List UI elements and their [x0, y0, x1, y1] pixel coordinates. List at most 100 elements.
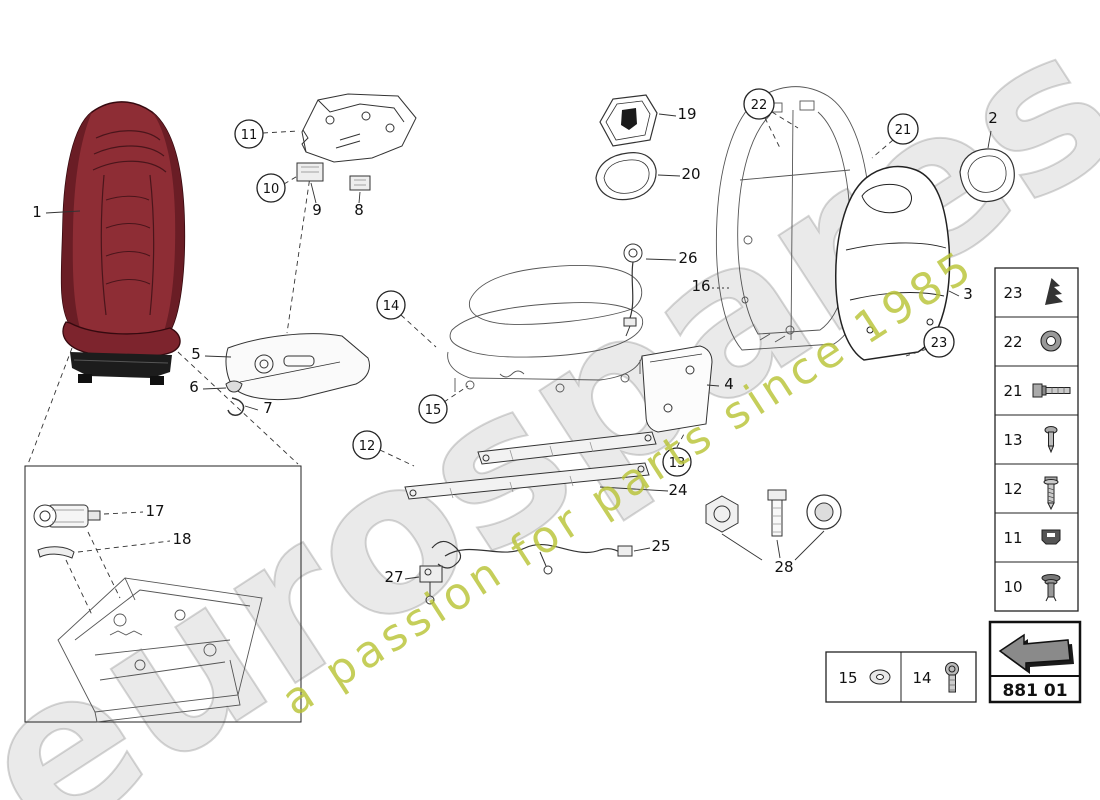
wiring-harness-illustration	[431, 540, 633, 575]
grommet-icon	[806, 494, 842, 530]
comfort-seat-illustration	[60, 101, 186, 385]
projection-line	[87, 531, 121, 599]
callout-12: 12	[359, 439, 376, 454]
callout-19: 19	[677, 105, 696, 123]
seat-trim-strip-illustration	[37, 546, 75, 559]
seat-side-trim-illustration	[225, 333, 370, 401]
leader-5	[204, 355, 232, 358]
leader-7	[244, 405, 259, 411]
leader-8	[358, 191, 361, 204]
legend-row: 22	[1003, 330, 1062, 352]
projection-line	[27, 347, 73, 465]
leader-22	[764, 117, 781, 149]
legend-row: 10	[1003, 574, 1061, 602]
leader-22	[771, 111, 799, 129]
leader-19	[658, 113, 677, 117]
seatbelt-tensioner-cable-illustration	[623, 243, 643, 337]
legend-num-21: 21	[1003, 382, 1022, 400]
leader-21	[871, 139, 894, 159]
legend-num-14: 14	[912, 669, 931, 687]
leader-12	[379, 449, 415, 467]
callout-23: 23	[931, 336, 948, 351]
leader-20	[657, 174, 681, 177]
callout-20: 20	[681, 165, 700, 183]
clamp-clip-icon	[1041, 529, 1061, 545]
leader-10	[283, 173, 302, 185]
callout-24: 24	[668, 481, 687, 499]
leader-14	[400, 314, 437, 348]
projection-line	[177, 351, 299, 465]
diagram-code-box: 881 01	[988, 620, 1082, 704]
callout-circle-23	[923, 326, 955, 358]
leader-28	[776, 539, 781, 559]
callout-22: 22	[751, 98, 768, 113]
headrest-ring-illustration	[959, 148, 1015, 203]
seat-underframe-wireframe	[57, 577, 263, 723]
seat-motor-illustration	[33, 504, 101, 528]
switch-part-illustration	[296, 162, 324, 182]
callout-circle-22	[743, 88, 775, 120]
leader-3	[948, 290, 960, 297]
fastener-legend-table-bottom: 15 14	[825, 651, 977, 703]
callout-circle-15	[418, 394, 448, 424]
callout-25: 25	[651, 537, 670, 555]
legend-cell: 15	[838, 669, 891, 687]
callout-21: 21	[895, 123, 912, 138]
leader-23	[905, 348, 928, 357]
sensor-bracket-illustration	[419, 565, 443, 605]
lamborghini-shield-icon	[621, 108, 637, 130]
cap-part-illustration	[225, 380, 243, 393]
legend-num-15: 15	[838, 669, 857, 687]
fir-tree-clip-icon	[1045, 278, 1063, 305]
callout-5: 5	[191, 345, 201, 363]
clip-part-illustration	[349, 175, 371, 191]
diagram-part-code: 881 01	[1002, 681, 1067, 701]
callout-circle-12	[352, 430, 382, 460]
leader-28	[794, 530, 825, 561]
callout-circle-21	[887, 113, 919, 145]
legend-row: 21	[1003, 382, 1071, 400]
leader-18	[77, 540, 171, 553]
callout-1: 1	[32, 203, 42, 221]
callout-6: 6	[189, 378, 199, 396]
legend-row: 23	[1003, 278, 1063, 305]
leader-17	[103, 511, 144, 515]
grommet-icon	[1040, 330, 1062, 352]
callout-14: 14	[383, 299, 400, 314]
leader-11	[262, 130, 300, 134]
callout-27: 27	[384, 568, 403, 586]
legend-num-23: 23	[1003, 284, 1022, 302]
legend-row: 13	[1003, 426, 1058, 454]
leader-27	[404, 576, 420, 580]
leader-28	[721, 533, 763, 561]
callout-circle-14	[376, 290, 406, 320]
leader-24	[599, 486, 669, 492]
legend-num-12: 12	[1003, 480, 1022, 498]
bolt-icon	[767, 489, 787, 537]
projection-line	[65, 559, 93, 616]
callout-7: 7	[263, 399, 273, 417]
callout-8: 8	[354, 201, 364, 219]
hex-socket-bolt-icon	[945, 662, 959, 693]
legend-row: 12	[1003, 476, 1059, 511]
leader-15	[443, 385, 469, 403]
callout-16: 16	[691, 277, 710, 295]
leader-25	[633, 547, 651, 552]
callout-circle-10	[256, 173, 286, 203]
hex-bolt-icon	[1032, 383, 1071, 398]
projection-line	[286, 162, 313, 334]
callout-10: 10	[263, 182, 280, 197]
callout-circle-11	[234, 119, 264, 149]
seat-side-panel-illustration	[641, 345, 713, 433]
self-tapping-screw-icon	[1043, 476, 1059, 511]
legend-num-13: 13	[1003, 431, 1022, 449]
direction-arrow-icon	[998, 633, 1074, 674]
fastener-legend-table: 23 22 21 13	[994, 267, 1079, 612]
callout-18: 18	[172, 530, 191, 548]
headrest-pad-illustration	[595, 152, 657, 201]
headrest-pad-with-emblem-illustration	[599, 94, 658, 147]
callout-28: 28	[774, 558, 793, 576]
legend-num-22: 22	[1003, 333, 1022, 351]
